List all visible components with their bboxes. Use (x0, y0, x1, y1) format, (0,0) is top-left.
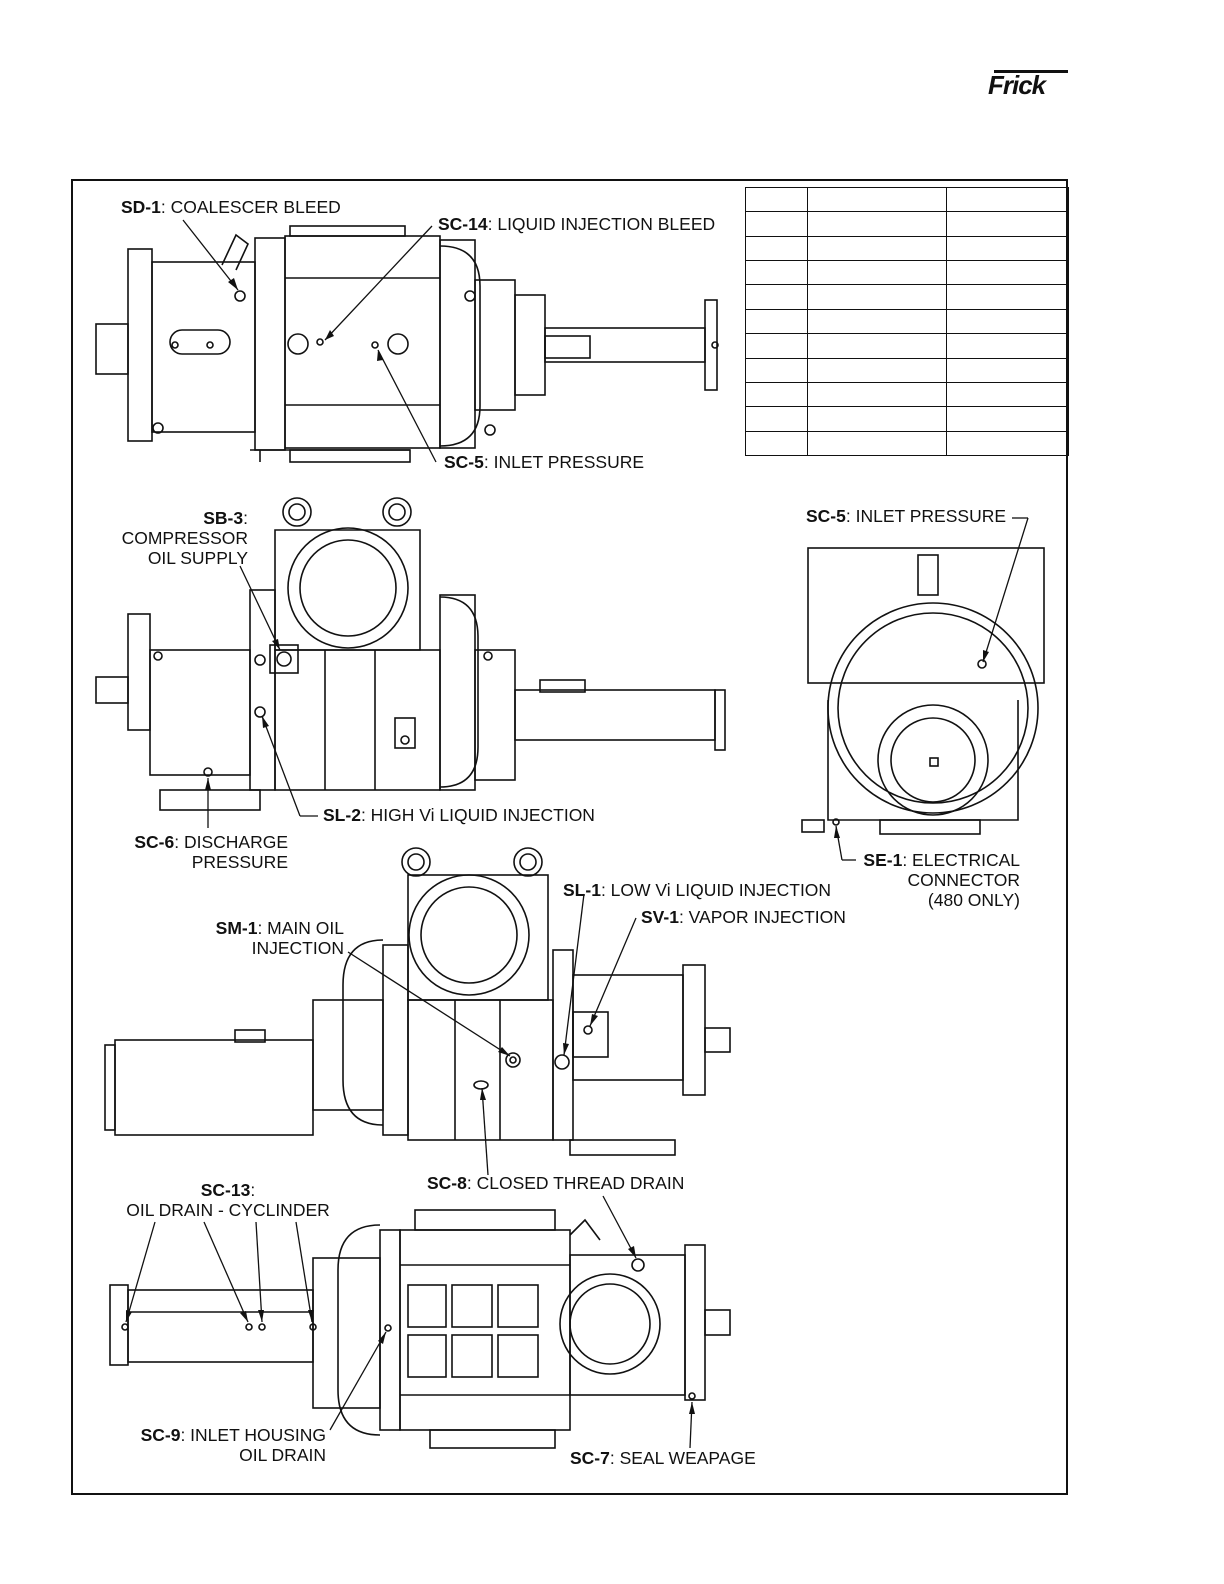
diagram-frame (71, 179, 1068, 1495)
table-row (745, 430, 1069, 457)
table-cell (806, 211, 948, 237)
table-row (745, 357, 1069, 383)
label-sc5-top: SC-5: INLET PRESSURE (444, 452, 645, 472)
table-cell (745, 430, 808, 457)
view-middle-front (95, 497, 726, 811)
label-sc7: SC-7: SEAL WEAPAGE (570, 1448, 756, 1468)
table-row (745, 186, 1069, 213)
label-se1: SE-1: ELECTRICAL CONNECTOR (480 ONLY) (863, 850, 1020, 910)
label-sl1: SL-1: LOW Vi LIQUID INJECTION (563, 880, 832, 900)
label-sc8: SC-8: CLOSED THREAD DRAIN (427, 1173, 685, 1193)
table-cell (806, 381, 948, 408)
table-cell (806, 357, 948, 383)
label-sd1: SD-1: COALESCER BLEED (121, 197, 341, 217)
label-sc6: SC-6: DISCHARGE PRESSURE (134, 832, 288, 872)
table-row (745, 235, 1069, 262)
view-bottom (109, 1209, 731, 1449)
label-sl2: SL-2: HIGH Vi LIQUID INJECTION (323, 805, 595, 825)
label-sc14: SC-14: LIQUID INJECTION BLEED (438, 214, 716, 234)
label-sm1: SM-1: MAIN OIL INJECTION (215, 918, 344, 958)
label-sv1: SV-1: VAPOR INJECTION (641, 907, 846, 927)
view-top-side (95, 225, 719, 463)
table-cell (806, 430, 948, 457)
table-cell (946, 430, 1069, 457)
table-row (745, 260, 1069, 286)
table-cell (946, 406, 1069, 432)
table-cell (806, 260, 948, 286)
table-row (745, 211, 1069, 237)
table-row (745, 381, 1069, 408)
frick-logo: Frick (988, 70, 1072, 100)
view-right-end (801, 547, 1045, 835)
table-row (745, 308, 1069, 335)
label-sc9: SC-9: INLET HOUSING OIL DRAIN (140, 1425, 326, 1465)
reference-table (745, 186, 1069, 457)
table-cell (946, 260, 1069, 286)
logo-text: Frick (988, 70, 1046, 100)
label-sb3: SB-3: COMPRESSOR OIL SUPPLY (121, 508, 248, 568)
table-cell (946, 381, 1069, 408)
label-sc13: SC-13: OIL DRAIN - CYCLINDER (126, 1180, 330, 1220)
table-cell (806, 186, 948, 213)
leader-lines (125, 219, 1029, 1449)
table-cell (745, 260, 808, 286)
table-cell (806, 235, 948, 262)
logo-bar (994, 70, 1068, 73)
label-sc5-right: SC-5: INLET PRESSURE (806, 506, 1007, 526)
view-lower-middle (104, 847, 731, 1156)
table-cell (946, 357, 1069, 383)
table-row (745, 284, 1069, 310)
table-cell (946, 186, 1069, 213)
table-cell (946, 211, 1069, 237)
table-cell (745, 235, 808, 262)
table-row (745, 406, 1069, 432)
